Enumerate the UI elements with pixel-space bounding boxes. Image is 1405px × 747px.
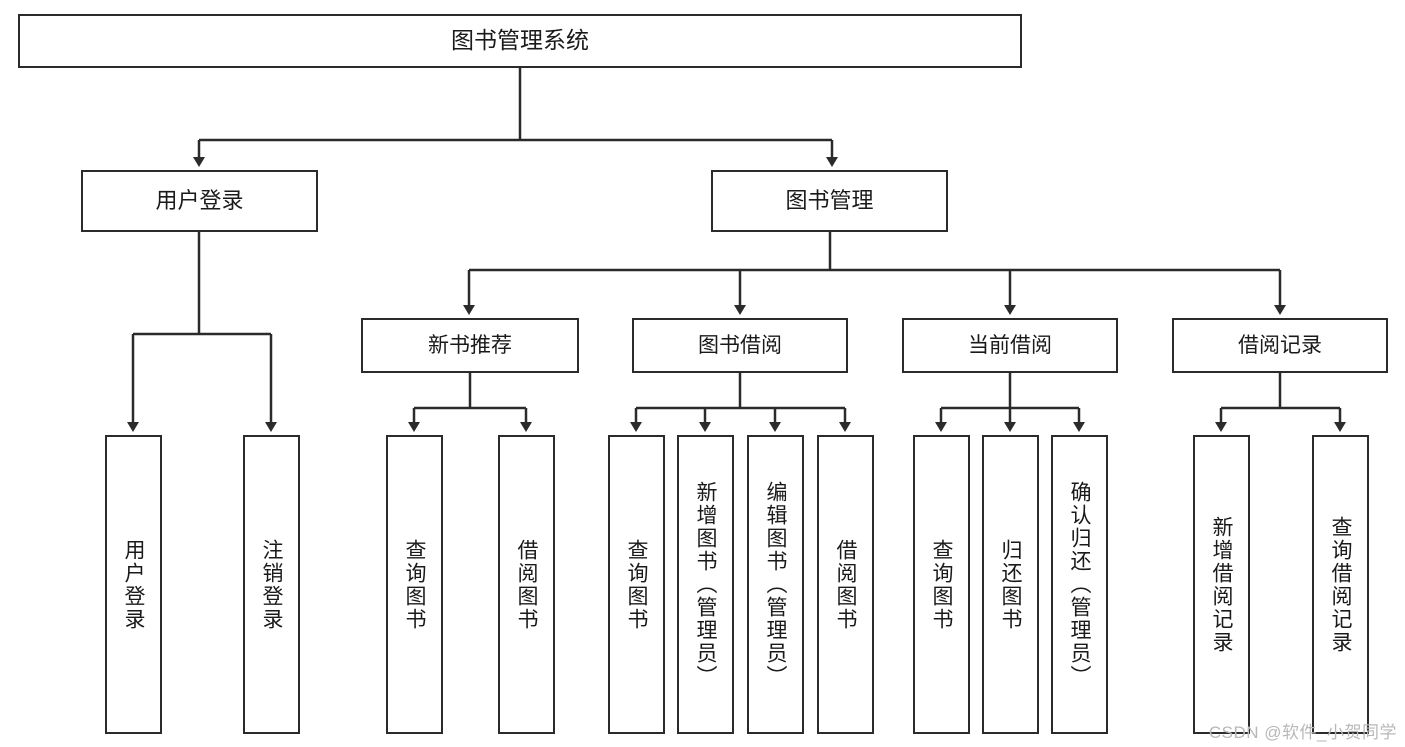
leaf-borrow-book-recommend[interactable]: 借阅图书 [498, 435, 555, 734]
leaf-query-borrow-record[interactable]: 查询借阅记录 [1312, 435, 1369, 734]
node-label: 用户登录 [155, 187, 244, 213]
leaf-query-book-current[interactable]: 查询图书 [913, 435, 970, 734]
leaf-add-book-admin[interactable]: 新增图书（管理员） [677, 435, 734, 734]
node-borrow-record[interactable]: 借阅记录 [1172, 318, 1388, 373]
node-label: 借阅图书 [515, 538, 538, 631]
node-root-system[interactable]: 图书管理系统 [18, 14, 1022, 68]
node-user-login[interactable]: 用户登录 [81, 170, 318, 232]
leaf-borrow-book[interactable]: 借阅图书 [817, 435, 874, 734]
node-label: 编辑图书（管理员） [764, 481, 787, 688]
node-label: 确认归还（管理员） [1068, 481, 1091, 688]
watermark-text: CSDN @软件_小贺同学 [1208, 723, 1397, 742]
node-label: 借阅记录 [1238, 333, 1322, 357]
node-label: 查询图书 [930, 538, 953, 631]
leaf-query-book-borrow[interactable]: 查询图书 [608, 435, 665, 734]
node-current-borrow[interactable]: 当前借阅 [902, 318, 1118, 373]
node-label: 新增图书（管理员） [694, 481, 717, 688]
leaf-user-login[interactable]: 用户登录 [105, 435, 162, 734]
node-label: 查询图书 [403, 538, 426, 631]
node-label: 借阅图书 [834, 538, 857, 631]
node-label: 用户登录 [122, 538, 145, 631]
leaf-edit-book-admin[interactable]: 编辑图书（管理员） [747, 435, 804, 734]
leaf-return-book[interactable]: 归还图书 [982, 435, 1039, 734]
node-new-book-recommend[interactable]: 新书推荐 [361, 318, 579, 373]
node-label: 新书推荐 [428, 333, 512, 357]
leaf-user-logout[interactable]: 注销登录 [243, 435, 300, 734]
leaf-query-book-recommend[interactable]: 查询图书 [386, 435, 443, 734]
node-label: 注销登录 [260, 538, 283, 631]
leaf-add-borrow-record[interactable]: 新增借阅记录 [1193, 435, 1250, 734]
node-book-borrow[interactable]: 图书借阅 [632, 318, 848, 373]
node-label: 当前借阅 [968, 333, 1052, 357]
node-label: 查询借阅记录 [1329, 515, 1352, 654]
node-book-management[interactable]: 图书管理 [711, 170, 948, 232]
leaf-confirm-return-admin[interactable]: 确认归还（管理员） [1051, 435, 1108, 734]
node-label: 查询图书 [625, 538, 648, 631]
node-label: 归还图书 [999, 538, 1022, 631]
node-label: 图书借阅 [698, 333, 782, 357]
node-label: 图书管理系统 [451, 27, 589, 54]
node-label: 图书管理 [785, 187, 874, 213]
node-label: 新增借阅记录 [1210, 515, 1233, 654]
